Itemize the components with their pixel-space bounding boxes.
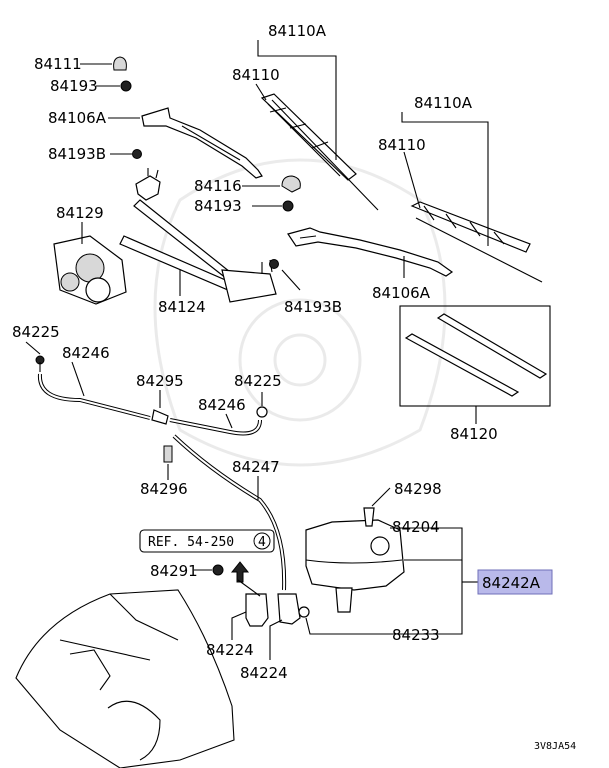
wiper-blade-84110-upper[interactable] — [260, 93, 379, 211]
label-84247[interactable]: 84247 — [232, 458, 280, 476]
wiper-blade-84110-right[interactable] — [410, 201, 543, 283]
nut-84193-top[interactable] — [120, 80, 132, 92]
direction-arrow — [230, 561, 250, 583]
part-labels: 84110A 84110 84111 84193 84106A 84193B 8… — [12, 22, 541, 682]
clip-84296[interactable] — [163, 445, 173, 463]
label-84193-top[interactable]: 84193 — [50, 77, 98, 95]
label-84295[interactable]: 84295 — [136, 372, 184, 390]
label-84124[interactable]: 84124 — [158, 298, 206, 316]
grommet-84291[interactable] — [212, 564, 224, 576]
label-84225-right[interactable]: 84225 — [234, 372, 282, 390]
washer-tank-84204[interactable] — [305, 519, 405, 613]
washer-hose-84246-right[interactable] — [169, 406, 268, 436]
cap-84111[interactable] — [113, 56, 127, 71]
label-84120[interactable]: 84120 — [450, 425, 498, 443]
label-84242A[interactable]: 84242A — [482, 574, 541, 592]
label-84291[interactable]: 84291 — [150, 562, 198, 580]
wiper-arm-84106A-right[interactable] — [287, 227, 454, 277]
cap-84116[interactable] — [281, 175, 301, 193]
highlight-84242A[interactable] — [477, 569, 553, 595]
washer-hose-84247[interactable] — [172, 434, 287, 591]
label-84296[interactable]: 84296 — [140, 480, 188, 498]
wiper-motor-84129[interactable] — [53, 235, 127, 305]
reference-text: REF. 54-250 — [148, 535, 234, 550]
nut-84193B-mid[interactable] — [269, 259, 279, 269]
reference-54-250[interactable]: REF. 54-250 4 — [139, 529, 275, 553]
label-84233[interactable]: 84233 — [392, 626, 440, 644]
label-84225-left[interactable]: 84225 — [12, 323, 60, 341]
reference-circle-number: 4 — [258, 535, 266, 550]
label-84224-left[interactable]: 84224 — [206, 641, 254, 659]
label-84193B-mid[interactable]: 84193B — [284, 298, 342, 316]
label-84193B-top[interactable]: 84193B — [48, 145, 106, 163]
label-84224-right[interactable]: 84224 — [240, 664, 288, 682]
label-84116[interactable]: 84116 — [194, 177, 242, 195]
diagram-code: 3V8JA54 — [534, 741, 576, 752]
label-84298[interactable]: 84298 — [394, 480, 442, 498]
washer-pump-84224-right[interactable] — [277, 593, 301, 625]
wiper-arm-84106A-left[interactable] — [141, 107, 263, 179]
leader-lines — [25, 40, 489, 660]
label-84129[interactable]: 84129 — [56, 204, 104, 222]
joint-84295[interactable] — [151, 409, 169, 425]
label-84110A-upper[interactable]: 84110A — [268, 22, 327, 40]
blade-refill-84120[interactable] — [399, 305, 551, 407]
vehicle-outline — [15, 589, 235, 768]
linkage-84124[interactable] — [119, 168, 277, 303]
label-84106A-right[interactable]: 84106A — [372, 284, 431, 302]
label-84110-right[interactable]: 84110 — [378, 136, 426, 154]
label-84110-upper[interactable]: 84110 — [232, 66, 280, 84]
label-84246-left[interactable]: 84246 — [62, 344, 110, 362]
nut-84193-mid[interactable] — [282, 200, 294, 212]
washer-pump-84224-left[interactable] — [245, 593, 269, 627]
washer-hose-84246-left[interactable] — [35, 355, 151, 420]
nut-84193B-top[interactable] — [132, 149, 142, 159]
label-84111[interactable]: 84111 — [34, 55, 82, 73]
label-84193-mid[interactable]: 84193 — [194, 197, 242, 215]
label-84246-right[interactable]: 84246 — [198, 396, 246, 414]
label-84204[interactable]: 84204 — [392, 518, 440, 536]
label-84106A-left[interactable]: 84106A — [48, 109, 107, 127]
bolt-84298[interactable] — [363, 507, 375, 527]
label-84110A-right[interactable]: 84110A — [414, 94, 473, 112]
grommet-84233[interactable] — [298, 606, 310, 618]
